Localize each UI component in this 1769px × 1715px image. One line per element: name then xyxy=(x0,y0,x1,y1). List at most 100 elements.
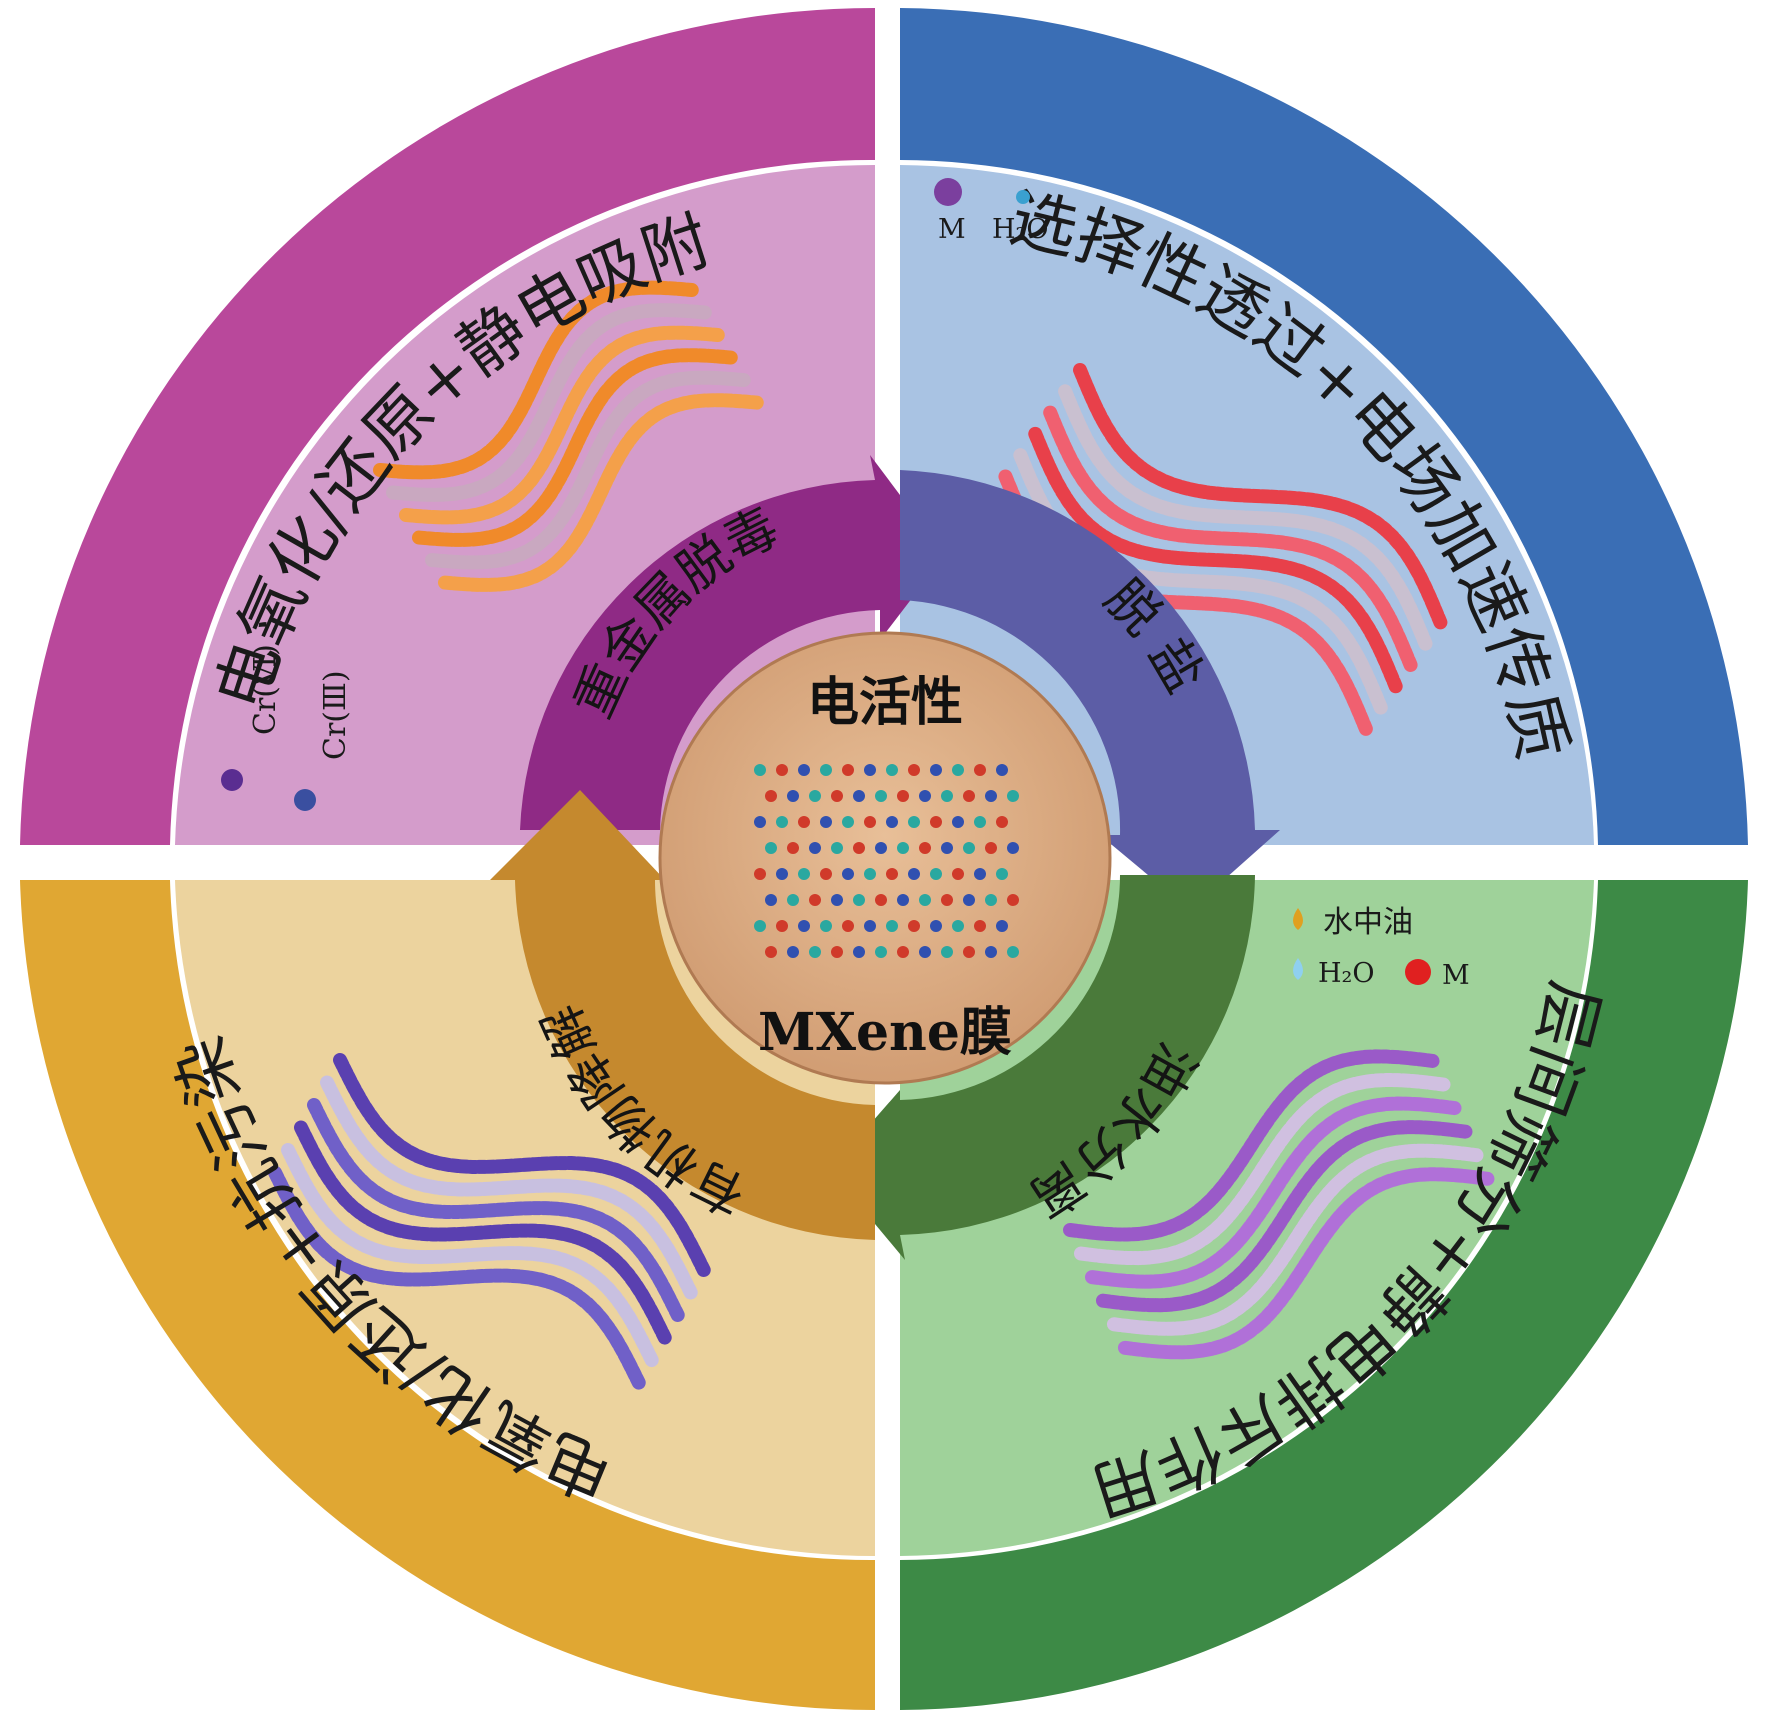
lattice-atom xyxy=(996,764,1008,776)
lattice-atom xyxy=(930,764,942,776)
membrane-layer xyxy=(373,280,699,480)
center-disk: 电活性 MXene膜 xyxy=(658,631,1112,1085)
lattice-atom xyxy=(765,842,777,854)
legend-m-br: M xyxy=(1442,960,1470,991)
membrane-layer xyxy=(1043,405,1418,672)
membrane-layer xyxy=(320,1075,698,1300)
lattice-atom xyxy=(765,894,777,906)
membrane-layer xyxy=(1095,1120,1473,1313)
lattice-atom xyxy=(798,868,810,880)
membrane-layer xyxy=(386,303,712,502)
lattice-atom xyxy=(963,790,975,802)
lattice-atom xyxy=(919,894,931,906)
lattice-atom xyxy=(875,946,887,958)
ring-arrow-tl xyxy=(520,455,945,830)
lattice-atom xyxy=(875,790,887,802)
lattice-atom xyxy=(996,868,1008,880)
lattice-atom xyxy=(831,790,843,802)
lattice-atom xyxy=(985,790,997,802)
membrane-layer xyxy=(399,325,725,525)
lattice-atom xyxy=(974,868,986,880)
membrane-illustration-br xyxy=(1063,1049,1495,1360)
lattice-atom xyxy=(908,764,920,776)
lattice-atom xyxy=(952,920,964,932)
lattice-atom xyxy=(897,894,909,906)
lattice-atom xyxy=(908,920,920,932)
lattice-atom xyxy=(864,868,876,880)
lattice-atom xyxy=(809,842,821,854)
lattice-atom xyxy=(776,920,788,932)
lattice-atom xyxy=(974,816,986,828)
lattice-atom xyxy=(897,946,909,958)
lattice-atom xyxy=(853,946,865,958)
lattice-atom xyxy=(809,790,821,802)
lattice-atom xyxy=(842,816,854,828)
lattice-atom xyxy=(930,816,942,828)
legend-h2o: H₂O xyxy=(992,214,1049,245)
lattice-atom xyxy=(919,842,931,854)
lattice-atom xyxy=(787,894,799,906)
membrane-layer xyxy=(1084,1096,1462,1289)
lattice-atom xyxy=(864,816,876,828)
lattice-atom xyxy=(853,894,865,906)
cr3-ion-icon xyxy=(294,789,316,811)
membrane-layer xyxy=(333,1053,711,1277)
lattice-atom xyxy=(820,868,832,880)
lattice-atom xyxy=(820,764,832,776)
lattice-atom xyxy=(952,764,964,776)
metal-ion-icon xyxy=(934,178,962,206)
oil-drop-icon xyxy=(1293,908,1303,930)
lattice-atom xyxy=(831,894,843,906)
lattice-atom xyxy=(941,790,953,802)
lattice-atom xyxy=(930,920,942,932)
lattice-atom xyxy=(996,816,1008,828)
metal-ion-red-icon xyxy=(1405,959,1431,985)
lattice-atom xyxy=(886,868,898,880)
lattice-atom xyxy=(908,816,920,828)
lattice-atom xyxy=(776,816,788,828)
lattice-atom xyxy=(864,764,876,776)
quadrant-tl-outer xyxy=(20,8,875,845)
center-top-label: 电活性 xyxy=(807,672,963,733)
quadrant-tr-outer xyxy=(900,8,1748,845)
lattice-atom xyxy=(798,920,810,932)
membrane-layer xyxy=(438,393,764,592)
lattice-atom xyxy=(853,842,865,854)
lattice-atom xyxy=(974,764,986,776)
lattice-atom xyxy=(754,764,766,776)
quadrant-bl-outer xyxy=(20,880,875,1711)
lattice-atom xyxy=(930,868,942,880)
water-molecule-icon xyxy=(1016,190,1030,204)
lattice-atom xyxy=(831,842,843,854)
lattice-atom xyxy=(1007,842,1019,854)
lattice-atom xyxy=(963,842,975,854)
lattice-atom xyxy=(842,764,854,776)
membrane-layer xyxy=(1058,384,1433,651)
lattice-atom xyxy=(842,920,854,932)
lattice-atom xyxy=(754,868,766,880)
membrane-layer xyxy=(1073,363,1448,630)
lattice-atom xyxy=(985,946,997,958)
lattice-atom xyxy=(996,920,1008,932)
legend-h2o-br: H₂O xyxy=(1318,958,1375,989)
membrane-illustration-tl xyxy=(373,280,764,592)
lattice-atom xyxy=(776,764,788,776)
lattice-atom xyxy=(941,946,953,958)
lattice-atom xyxy=(1007,946,1019,958)
lattice-atom xyxy=(864,920,876,932)
lattice-atom xyxy=(787,790,799,802)
lattice-atom xyxy=(809,946,821,958)
legend-tl: Cr(Ⅵ) Cr(Ⅲ) xyxy=(221,644,353,811)
center-circle xyxy=(658,631,1112,1085)
lattice-atom xyxy=(765,946,777,958)
lattice-atom xyxy=(754,920,766,932)
lattice-atom xyxy=(787,842,799,854)
lattice-atom xyxy=(941,894,953,906)
lattice-atom xyxy=(831,946,843,958)
membrane-illustration-bl xyxy=(268,1053,711,1390)
water-drop-icon xyxy=(1293,958,1303,980)
membrane-layer xyxy=(1028,426,1403,694)
lattice-atom xyxy=(941,842,953,854)
lattice-atom xyxy=(798,764,810,776)
